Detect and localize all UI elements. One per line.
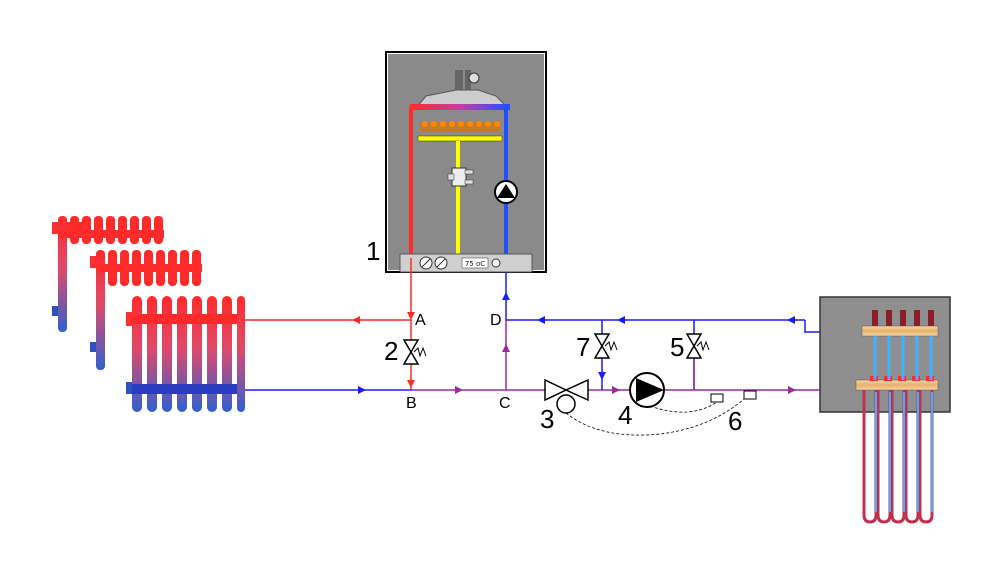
circulation-pump — [629, 372, 665, 408]
label-boiler: 1 — [366, 236, 380, 266]
boiler: 75 oC — [385, 51, 547, 273]
bypass-valve — [402, 339, 427, 365]
label-point-d: D — [490, 312, 502, 329]
label-check-valve: 7 — [576, 332, 590, 362]
label-pump: 4 — [618, 400, 632, 430]
boiler-pump-icon — [494, 180, 518, 204]
label-point-c: C — [499, 395, 511, 412]
thermostats — [565, 390, 757, 436]
radiator-front — [126, 296, 245, 412]
mixing-valve — [544, 378, 589, 414]
gas-valve-icon — [447, 167, 474, 187]
check-valve — [593, 333, 618, 359]
radiator-middle — [90, 250, 202, 370]
floor-heating-manifold — [819, 296, 951, 413]
label-mixing-valve: 3 — [540, 404, 554, 434]
radiators — [52, 216, 245, 412]
boiler-temperature-display: 75 oC — [465, 260, 485, 268]
radiator-back — [52, 216, 164, 332]
label-thermostats: 6 — [728, 406, 742, 436]
floor-heating-loops — [862, 390, 934, 524]
label-floor-bypass-valve: 5 — [670, 332, 684, 362]
label-point-b: B — [406, 395, 417, 412]
label-bypass-valve: 2 — [384, 336, 398, 366]
burner-icon — [417, 121, 503, 142]
floor-bypass-valve — [685, 333, 710, 359]
label-point-a: A — [415, 312, 426, 329]
